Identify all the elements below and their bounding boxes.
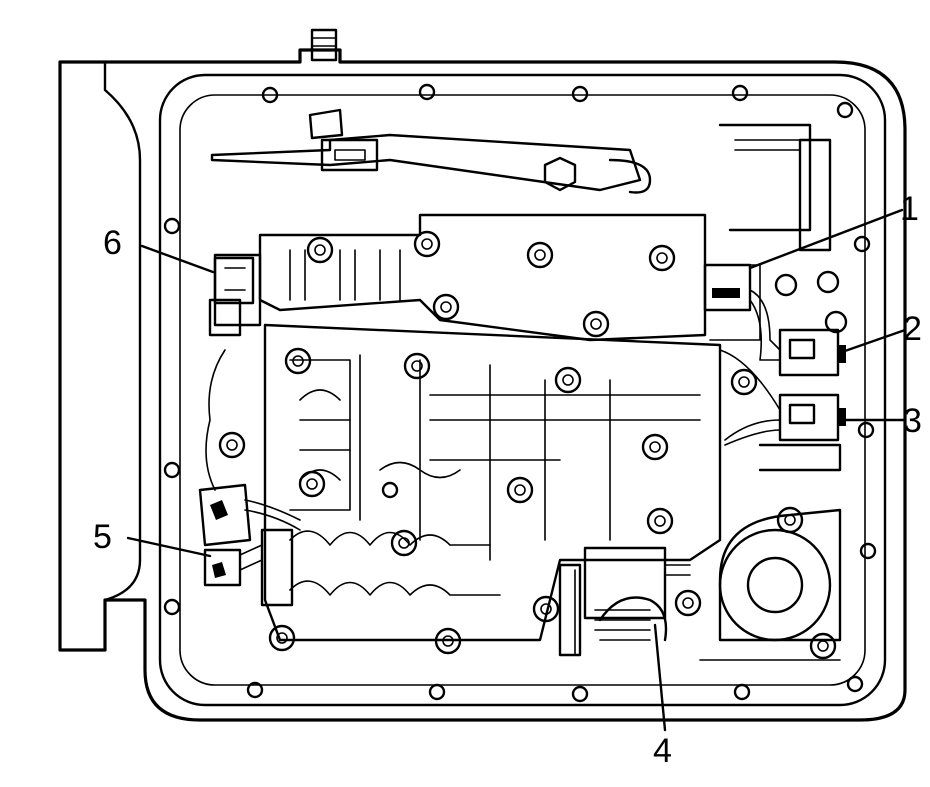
bolt xyxy=(646,507,674,535)
bolt xyxy=(532,595,560,623)
flange-bolt-holes xyxy=(163,83,877,703)
bolt-hole xyxy=(163,461,181,479)
valve-body-bolts xyxy=(218,230,848,660)
bolt xyxy=(298,470,326,498)
right-solenoids xyxy=(703,263,846,472)
accumulator-housing xyxy=(699,508,842,661)
bolt-hole xyxy=(846,675,864,693)
solenoid-4 xyxy=(583,546,667,620)
bolt xyxy=(674,589,702,617)
bolt xyxy=(582,310,610,338)
bolt xyxy=(776,506,804,534)
bolt xyxy=(641,433,669,461)
bolt-hole xyxy=(163,217,181,235)
bolt xyxy=(432,293,460,321)
bolt-hole xyxy=(857,421,875,439)
bolt-hole xyxy=(859,542,877,560)
bolt xyxy=(413,230,441,258)
left-connector xyxy=(208,256,255,337)
callout-labels: 6 1 2 3 5 4 xyxy=(93,190,922,770)
callout-5: 5 xyxy=(93,518,112,556)
pan-gasket-flange xyxy=(158,73,887,707)
bolt xyxy=(434,627,462,655)
bolt-hole xyxy=(853,235,871,253)
callout-6: 6 xyxy=(103,224,122,262)
valve-body-upper xyxy=(213,213,761,342)
bolt-hole xyxy=(571,685,589,703)
pressure-control-solenoid xyxy=(558,546,691,657)
leader-line-1 xyxy=(748,208,904,270)
bolt xyxy=(284,347,312,375)
bolt xyxy=(506,476,534,504)
bolt-hole xyxy=(163,598,181,616)
solenoid-1 xyxy=(703,263,752,312)
bolt-hole xyxy=(246,681,264,699)
bolt xyxy=(526,241,554,269)
bolt xyxy=(824,310,848,334)
bolt-hole xyxy=(731,84,749,102)
bolt-hole xyxy=(428,683,446,701)
callout-3: 3 xyxy=(903,402,922,440)
bolt-hole xyxy=(571,85,589,103)
callout-2: 2 xyxy=(903,310,922,348)
left-solenoid xyxy=(198,349,301,607)
bolt xyxy=(554,366,582,394)
case-housing xyxy=(58,48,907,722)
bolt xyxy=(268,624,296,652)
manual-shaft-lever xyxy=(210,28,832,252)
bolt xyxy=(218,431,246,459)
leader-line-5 xyxy=(126,536,212,558)
leader-line-2 xyxy=(840,328,907,354)
bolt xyxy=(403,352,431,380)
bolt xyxy=(390,529,418,557)
bolt-hole xyxy=(733,683,751,701)
solenoid-2 xyxy=(778,328,840,377)
bolt xyxy=(816,270,840,294)
leader-line-6 xyxy=(140,244,215,274)
bolt xyxy=(648,244,676,272)
leader-lines xyxy=(126,208,907,732)
bolt-hole xyxy=(836,101,854,119)
callout-1: 1 xyxy=(900,190,919,228)
check-ball xyxy=(381,481,399,499)
valve-body-lower xyxy=(263,323,722,642)
bolt xyxy=(730,368,758,396)
bolt xyxy=(306,236,334,264)
leader-line-4 xyxy=(653,623,667,732)
callout-4: 4 xyxy=(653,732,672,770)
bolt xyxy=(809,632,837,660)
bolt xyxy=(774,273,798,297)
solenoid-3 xyxy=(778,393,840,442)
bolt-hole xyxy=(418,83,436,101)
solenoid-5 xyxy=(198,483,252,547)
bolt-hole xyxy=(261,86,279,104)
